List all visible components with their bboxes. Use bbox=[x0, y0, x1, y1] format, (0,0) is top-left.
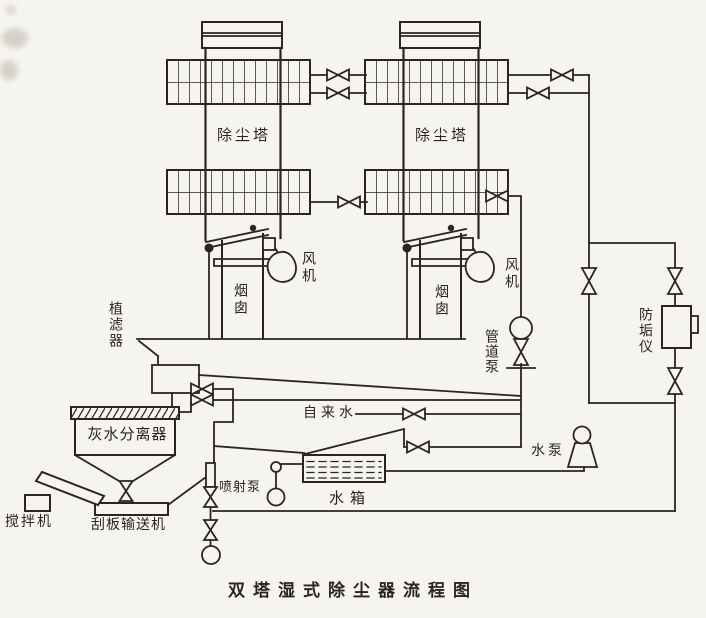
right-loop-piping bbox=[212, 68, 699, 512]
tank-group bbox=[266, 425, 599, 507]
jet-pump-icon bbox=[205, 462, 216, 488]
fan-right-label: 风机 bbox=[503, 257, 519, 291]
anti-scaling-meter-box bbox=[661, 305, 692, 349]
conveyor-trough bbox=[94, 502, 169, 516]
chimney-right-label: 烟囱 bbox=[433, 284, 449, 318]
pipeline-pump-branch bbox=[485, 189, 536, 448]
chimney-left-label: 烟囱 bbox=[232, 283, 248, 317]
separator-body bbox=[74, 418, 176, 456]
scan-smudge bbox=[2, 28, 28, 48]
pipeline-pump-icon bbox=[509, 316, 533, 340]
water-pump-label: 水泵 bbox=[531, 443, 565, 459]
water-tank-label: 水箱 bbox=[329, 489, 372, 507]
fan-left-label: 风机 bbox=[300, 251, 316, 285]
pipeline-pump-label: 管道泵 bbox=[483, 329, 499, 374]
scan-smudge bbox=[6, 6, 16, 14]
diagram-title: 双塔湿式除尘器流程图 bbox=[228, 581, 478, 601]
mixer-label: 搅拌机 bbox=[5, 514, 53, 530]
jet-pump-label: 喷射泵 bbox=[219, 480, 262, 495]
mixer-box bbox=[24, 494, 51, 512]
tower-right-label: 除尘塔 bbox=[414, 126, 469, 144]
water-pump-icon bbox=[566, 442, 599, 468]
scraper-conveyor-label: 刮板输送机 bbox=[91, 517, 166, 533]
tower-left-label: 除尘塔 bbox=[216, 126, 271, 144]
anti-scaling-meter-label: 防垢仪 bbox=[637, 307, 653, 355]
float-valve-icon bbox=[270, 461, 282, 473]
middle-piping bbox=[178, 382, 522, 465]
ash-water-separator-label: 灰水分离器 bbox=[87, 425, 168, 443]
conveyor-ramp bbox=[34, 470, 106, 507]
separator-group bbox=[24, 406, 180, 516]
filter-label: 植滤器 bbox=[107, 301, 123, 349]
jet-pump-group bbox=[166, 462, 221, 565]
tap-water-label: 自来水 bbox=[303, 405, 357, 421]
scan-smudge bbox=[0, 60, 18, 80]
inter-tower-piping bbox=[309, 68, 368, 209]
